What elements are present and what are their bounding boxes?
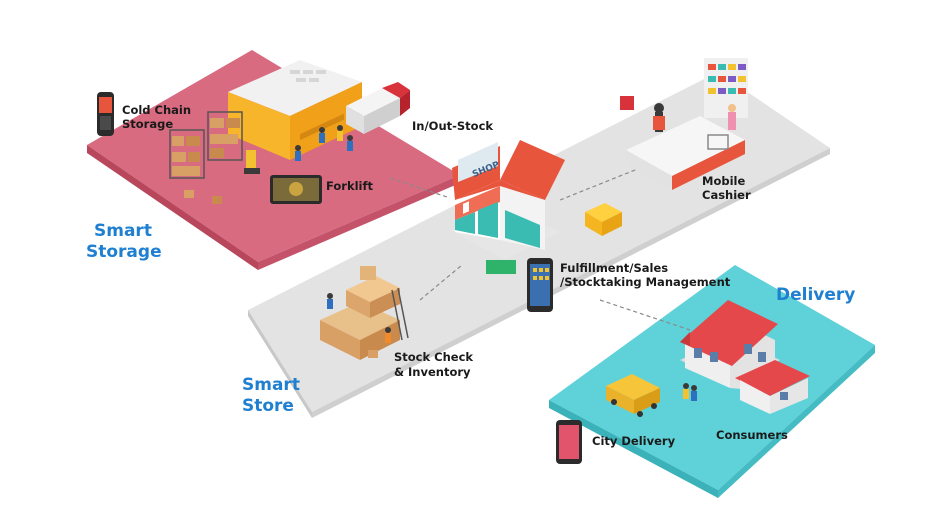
workers — [295, 125, 353, 161]
truck-icon — [346, 82, 410, 134]
smartphone-icon — [527, 258, 553, 312]
label-forklift: Forklift — [326, 179, 373, 193]
label-cold-chain-line1: Cold Chain — [122, 103, 192, 117]
region-smart-storage-line1: Smart — [94, 221, 152, 241]
label-consumers: Consumers — [716, 428, 788, 442]
handheld-terminal-icon — [97, 92, 114, 136]
cashier-counter-icon — [620, 58, 748, 190]
smart-storage-platform — [87, 50, 460, 270]
warehouse-icon — [228, 60, 362, 160]
label-in-out-stock: In/Out-Stock — [412, 119, 494, 133]
van-icon — [606, 374, 660, 417]
label-mobile-cashier-line2: Cashier — [702, 188, 751, 202]
house-icon — [680, 300, 810, 414]
boxes-icon — [320, 266, 409, 360]
tablet-icon — [270, 175, 322, 204]
region-smart-store-line1: Smart — [242, 375, 300, 395]
shop-icon — [450, 140, 622, 274]
label-fulfillment-line1: Fulfillment/Sales — [560, 261, 669, 275]
region-smart-storage-line2: Storage — [86, 242, 162, 262]
region-delivery: Delivery — [776, 285, 856, 305]
storage-shelves — [169, 111, 260, 204]
smartphone-icon — [556, 420, 582, 464]
region-smart-store-line2: Store — [242, 396, 294, 416]
label-cold-chain-line2: Storage — [122, 117, 174, 131]
label-city-delivery: City Delivery — [592, 434, 676, 448]
label-stock-check-line1: Stock Check — [394, 350, 474, 364]
label-stock-check-line2: & Inventory — [394, 365, 471, 379]
label-mobile-cashier-line1: Mobile — [702, 174, 746, 188]
connector-lines — [389, 167, 691, 331]
label-fulfillment-line2: /Stocktaking Management — [560, 275, 731, 289]
